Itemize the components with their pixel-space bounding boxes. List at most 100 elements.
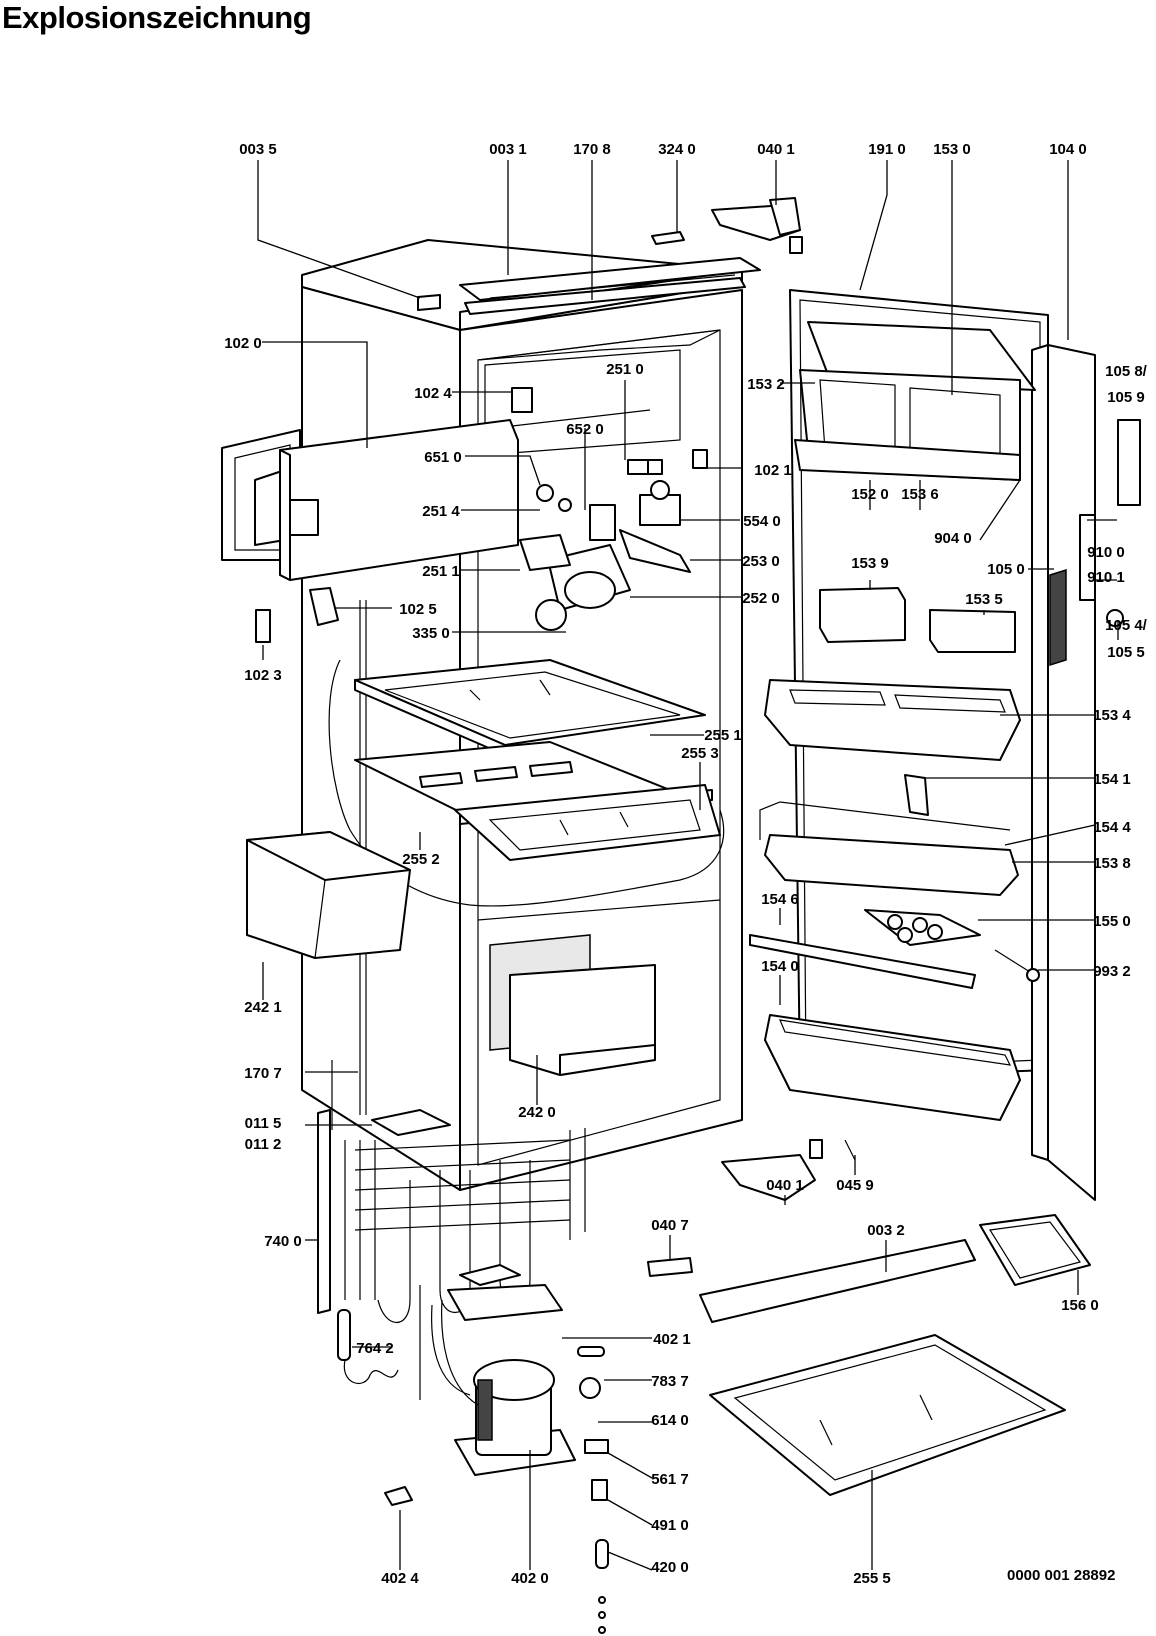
part-callout-label: 156 0 (1061, 1297, 1099, 1314)
part-callout-label: 764 2 (356, 1340, 394, 1357)
starter-561-part (584, 1439, 609, 1454)
part-callout-label: 402 1 (653, 1331, 691, 1348)
part-callout-label: 011 2 (245, 1136, 282, 1153)
clip-324-part (651, 231, 685, 245)
top-rail-part (459, 257, 761, 315)
part-callout-label: 102 3 (244, 667, 282, 684)
ice-tray-part (979, 1214, 1091, 1286)
part-callout-label: 324 0 (658, 141, 696, 158)
part-callout-label: 170 7 (244, 1065, 282, 1082)
screw-993-part (994, 949, 1031, 973)
part-callout-label: 252 0 (742, 590, 780, 607)
part-callout-label: 402 4 (381, 1570, 419, 1587)
part-callout-label: 402 0 (511, 1570, 549, 1587)
screw-part (598, 1626, 606, 1634)
part-callout-label: 045 9 (836, 1177, 874, 1194)
glass-shelf-upper-part (354, 659, 706, 756)
floor-plate-part (371, 1109, 451, 1136)
door-upper-compartment-part (794, 321, 1036, 481)
part-callout-label: 102 1 (754, 462, 792, 479)
part-callout-label: 102 0 (224, 335, 262, 352)
crisper-cover-part (454, 784, 721, 861)
part-callout-label: 105 4/ (1105, 617, 1148, 634)
relay-614-part (579, 1377, 601, 1399)
part-callout-label: 153 6 (901, 486, 939, 503)
condenser-part (317, 1109, 586, 1324)
part-callout-label: 255 5 (853, 1570, 891, 1587)
top-clip-part (417, 294, 441, 311)
part-callout-label: 652 0 (566, 421, 604, 438)
part-callout-label: 491 0 (651, 1517, 689, 1534)
part-callout-label: 153 2 (747, 376, 785, 393)
compressor-bracket-part (447, 1264, 563, 1321)
glass-plate-bottom-part (709, 1334, 1066, 1496)
part-callout-label: 335 0 (412, 625, 450, 642)
part-callout-label: 651 0 (424, 449, 462, 466)
part-callout-label: 910 0 (1087, 544, 1125, 561)
part-callout-label: 170 8 (573, 141, 611, 158)
part-callout-label: 153 9 (851, 555, 889, 572)
part-callout-label: 614 0 (651, 1412, 689, 1429)
bottle-clip-part (904, 774, 929, 816)
part-callout-label: 105 5 (1107, 644, 1145, 661)
egg-tray-part (864, 909, 981, 946)
thermostat-part (511, 387, 708, 541)
part-callout-label: 993 2 (1093, 963, 1131, 980)
part-callout-label: 040 7 (651, 1217, 689, 1234)
part-callout-label: 154 0 (761, 958, 799, 975)
part-callout-label: 003 1 (489, 141, 527, 158)
lamp-housing-part (519, 529, 691, 631)
part-callout-label: 011 5 (245, 1115, 282, 1132)
screw-part (598, 1596, 606, 1604)
part-callout-label: 154 1 (1093, 771, 1131, 788)
part-callout-label: 105 0 (987, 561, 1025, 578)
part-callout-label: 251 0 (606, 361, 644, 378)
sensor-part (337, 1285, 421, 1400)
part-callout-label: 003 5 (239, 141, 277, 158)
compressor-part (431, 1299, 576, 1476)
top-hinge-part (711, 197, 803, 254)
plate-040-part (647, 1257, 693, 1277)
part-callout-label: 153 5 (965, 591, 1003, 608)
screw-part (598, 1611, 606, 1619)
clip-402-part (384, 1486, 413, 1506)
part-callout-label: 554 0 (743, 513, 781, 530)
part-callout-label: 040 1 (766, 1177, 804, 1194)
door-box-small-part (819, 587, 1016, 653)
bottle-rail-part (749, 934, 976, 989)
part-callout-label: 253 0 (742, 553, 780, 570)
part-callout-label: 251 4 (422, 503, 460, 520)
part-callout-label: 102 5 (399, 601, 437, 618)
page-title: Explosionszeichnung (2, 0, 312, 35)
part-callout-label: 154 6 (761, 891, 799, 908)
part-callout-label: 153 8 (1093, 855, 1131, 872)
door-shelf-lower-part (764, 1014, 1021, 1121)
part-callout-label: 904 0 (934, 530, 972, 547)
part-callout-label: 242 1 (244, 999, 282, 1016)
part-callout-label: 251 1 (422, 563, 460, 580)
bottom-hinge-part (721, 1139, 856, 1201)
part-callout-label: 153 0 (933, 141, 971, 158)
part-callout-label: 242 0 (518, 1104, 556, 1121)
part-callout-label: 420 0 (651, 1559, 689, 1576)
cutaway-outline (328, 659, 725, 907)
part-callout-label: 740 0 (264, 1233, 302, 1250)
part-callout-label: 783 7 (651, 1373, 689, 1390)
control-panel-part (279, 419, 519, 581)
part-callout-label: 910 1 (1087, 569, 1125, 586)
part-callout-label: 561 7 (651, 1471, 689, 1488)
base-strip-part (699, 1239, 976, 1323)
cover-491-part (591, 1479, 608, 1501)
door-shelf-upper-part (764, 679, 1021, 761)
part-callout-label: 104 0 (1049, 141, 1087, 158)
door-shelf-middle-part (759, 801, 1019, 896)
part-callout-label: 255 3 (681, 745, 719, 762)
part-callout-label: 105 9 (1107, 389, 1145, 406)
part-callout-label: 152 0 (851, 486, 889, 503)
capacitor-420-part (595, 1539, 609, 1569)
part-callout-label: 255 2 (402, 851, 440, 868)
part-callout-label: 105 8/ (1105, 363, 1148, 380)
part-callout-label: 255 1 (704, 727, 742, 744)
